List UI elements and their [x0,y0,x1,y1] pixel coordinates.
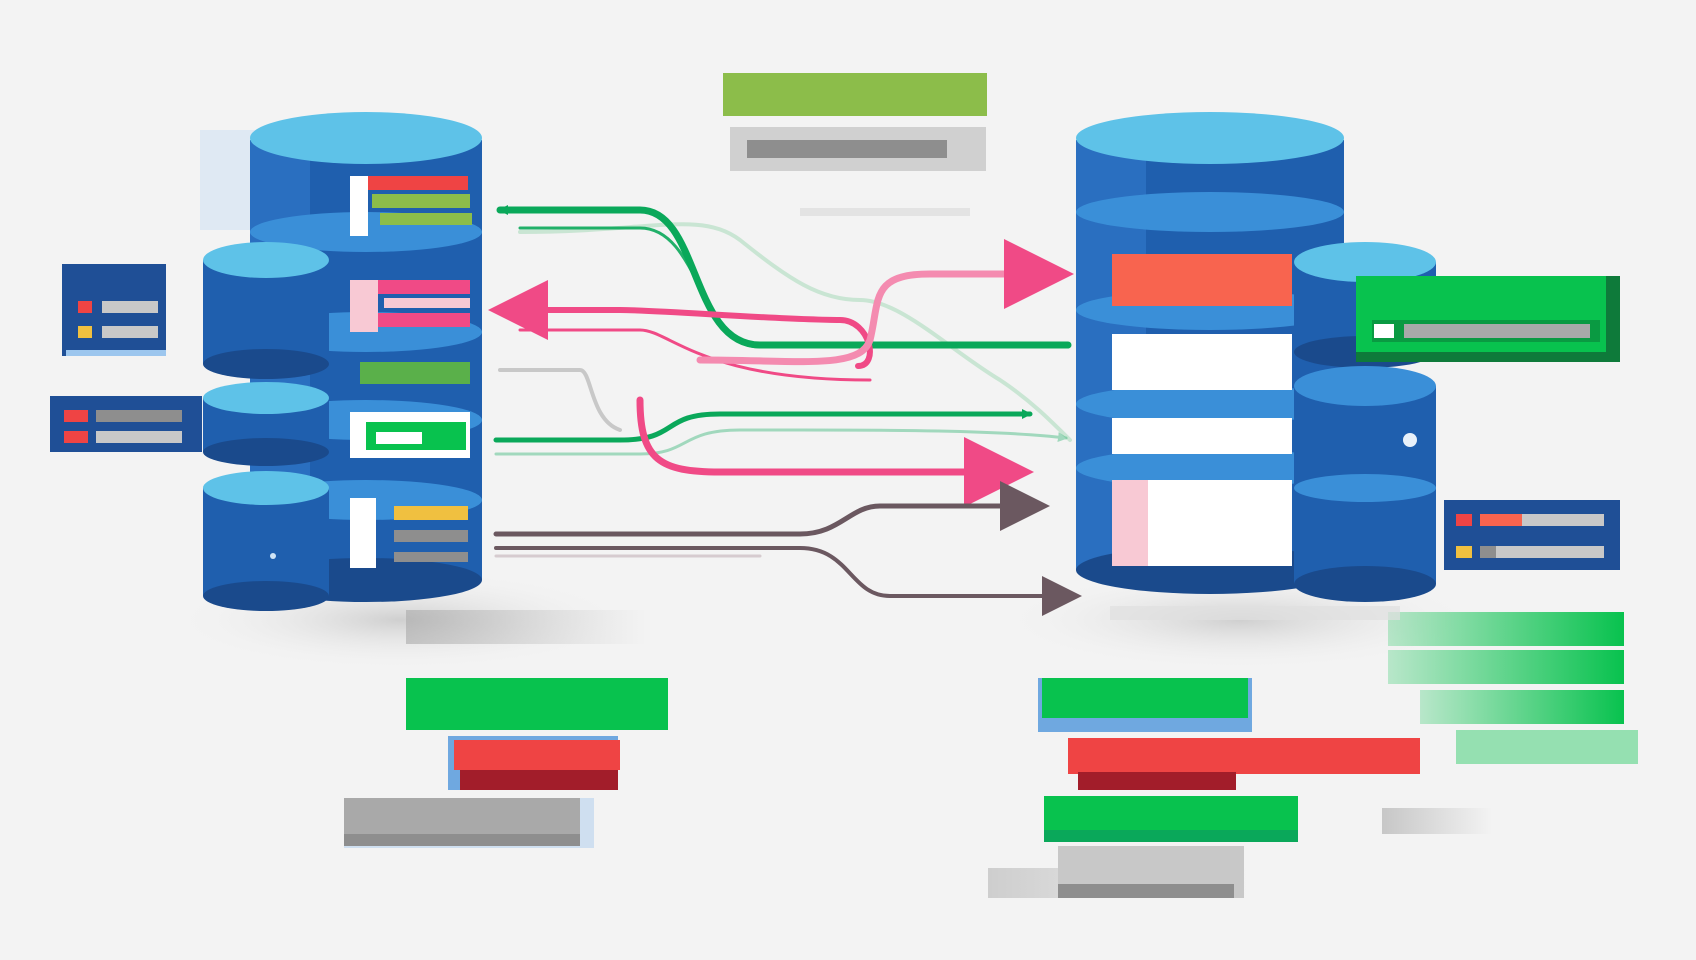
header-bar-subtitle [747,140,947,158]
right-record-card-2 [1112,334,1292,390]
header-bar-title [723,73,987,116]
right-side-panel-1 [1356,276,1620,362]
right-side-cylinder-2 [1294,366,1436,602]
right-legend-bar-red [1068,738,1420,774]
header-bar-faint [800,208,970,216]
left-side-panel-1 [62,264,166,356]
header-bars [723,73,987,216]
flow-pink-to-right-1 [696,239,1074,366]
right-extra-bars [1382,612,1638,834]
right-database-cluster [988,112,1638,898]
flow-arrows [488,205,1082,616]
left-database-cluster [50,112,668,848]
left-side-cylinder-1 [203,242,329,379]
right-record-card-3 [1112,418,1292,454]
right-legend-bar-green-1 [1042,678,1248,718]
left-record-card-1 [350,176,472,236]
left-record-card-4 [350,498,468,568]
flow-pink-to-left [488,280,873,369]
left-legend-bar-green [406,678,668,730]
left-legend-bar-red [454,740,620,770]
left-side-panel-2 [50,396,202,452]
flow-green-to-right-1 [493,409,1033,443]
flow-pink-to-right-2 [636,396,1034,507]
right-record-card-1 [1112,254,1292,306]
right-record-card-4 [1112,480,1292,566]
flow-brown-to-right-1 [493,481,1050,537]
right-side-panel-2 [1444,500,1620,570]
left-record-card-2 [350,280,470,332]
left-legend-bars [344,610,668,848]
right-legend-bars [988,606,1420,898]
left-side-cylinder-2 [203,382,329,466]
left-side-cylinder-3 [203,471,329,611]
flow-brown-to-right-2 [494,546,1082,616]
left-record-card-3 [350,362,470,458]
